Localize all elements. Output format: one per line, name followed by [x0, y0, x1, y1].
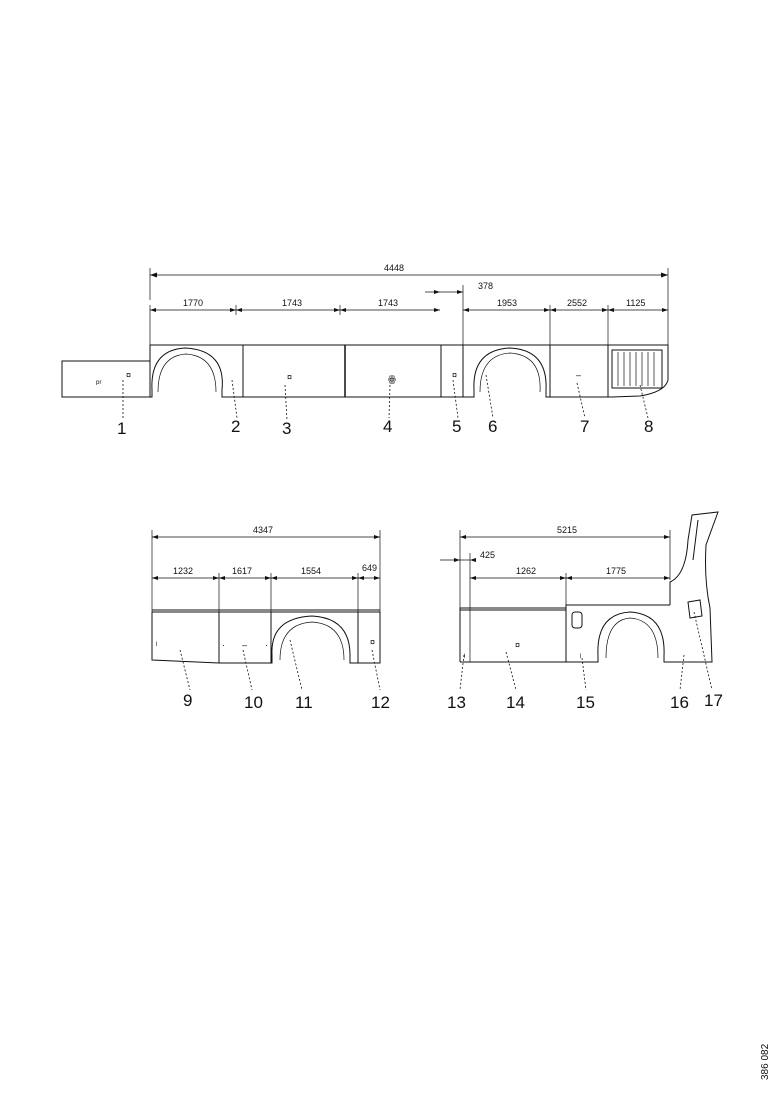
top-seg1-value: 1770 [183, 298, 203, 308]
svg-text:¤: ¤ [515, 640, 520, 650]
svg-text:ˡ: ˡ [580, 652, 581, 662]
top-callouts: 1 2 3 4 5 6 7 8 [117, 417, 653, 438]
br-part-markings: ˡ ¤ ˡ [464, 640, 581, 662]
callout-16: 16 [670, 693, 689, 712]
bl-seg4-value: 649 [362, 563, 377, 573]
svg-text:ꙮ: ꙮ [388, 374, 396, 384]
br-small-value: 425 [480, 550, 495, 560]
top-segment-dimensions: 1770 1743 1743 378 1953 2552 1125 [149, 281, 668, 345]
top-overall-dimension: 4448 [149, 263, 669, 345]
bl-seg1-value: 1232 [173, 566, 193, 576]
br-overall-value: 5215 [557, 525, 577, 535]
callout-11: 11 [295, 693, 313, 712]
callout-14: 14 [506, 693, 525, 712]
bl-segment-dimensions: 1232 1617 1554 649 [152, 563, 380, 612]
svg-text:ᵖʳ: ᵖʳ [96, 378, 102, 388]
bl-panel-outline [151, 609, 381, 664]
callout-4: 4 [383, 417, 392, 436]
top-small-value: 378 [478, 281, 493, 291]
callout-8: 8 [644, 417, 653, 436]
callout-5: 5 [452, 417, 461, 436]
svg-text:ˡ: ˡ [464, 652, 465, 662]
callout-15: 15 [576, 693, 595, 712]
top-seg5-value: 1953 [497, 298, 517, 308]
br-small-dimension: 425 [440, 550, 495, 662]
callout-2: 2 [231, 417, 240, 436]
bl-seg2-value: 1617 [232, 566, 252, 576]
svg-text:·: · [265, 640, 268, 650]
br-seg2-value: 1775 [606, 566, 626, 576]
reference-code: 386 082 [758, 1020, 772, 1080]
grille-icon [611, 349, 663, 389]
callout-7: 7 [580, 417, 589, 436]
callout-1: 1 [117, 419, 126, 438]
fuel-cap-icon [687, 599, 703, 619]
br-seg1-value: 1262 [516, 566, 536, 576]
callout-10: 10 [244, 693, 263, 712]
top-leader-lines [122, 374, 649, 421]
br-callouts: 13 14 15 16 17 [447, 691, 723, 712]
svg-text:¤: ¤ [370, 637, 375, 647]
br-panel-outline [459, 511, 719, 663]
br-leader-lines [459, 611, 713, 691]
svg-text:¤: ¤ [452, 370, 457, 380]
bottom-left-view: 4347 1232 1617 1554 649 ˡ · – · [151, 525, 390, 712]
br-overall-dimension: 5215 [459, 525, 671, 662]
top-overall-value: 4448 [384, 263, 404, 273]
top-seg6-value: 2552 [567, 298, 587, 308]
top-part-markings: ᵖʳ ¤ ¤ ꙮ ¤ – [96, 370, 581, 388]
svg-text:·: · [222, 640, 225, 650]
br-segment-dimensions: 1262 1775 [470, 566, 670, 608]
svg-text:¤: ¤ [126, 370, 131, 380]
callout-6: 6 [488, 417, 497, 436]
bl-seg3-value: 1554 [301, 566, 321, 576]
top-seg7-value: 1125 [626, 298, 645, 308]
bl-callouts: 9 10 11 12 [183, 691, 390, 712]
bl-overall-value: 4347 [253, 525, 273, 535]
bottom-right-view: 5215 425 1262 1775 [440, 511, 723, 712]
svg-text:–: – [242, 640, 247, 650]
top-seg3-value: 1743 [378, 298, 398, 308]
callout-3: 3 [282, 419, 291, 438]
callout-17: 17 [704, 691, 723, 710]
svg-text:¤: ¤ [287, 372, 292, 382]
svg-text:ˡ: ˡ [156, 640, 157, 650]
svg-text:–: – [576, 370, 581, 380]
callout-12: 12 [371, 693, 390, 712]
top-seg2-value: 1743 [282, 298, 302, 308]
top-side-view: 4448 1770 1743 1743 378 1953 2552 1125 [61, 263, 669, 438]
reference-code-text: 386 082 [760, 1043, 771, 1080]
bl-leader-lines [179, 639, 381, 691]
bl-overall-dimension: 4347 [151, 525, 381, 612]
top-panel-outline [61, 344, 669, 398]
bl-part-markings: ˡ · – · ¤ [156, 637, 375, 650]
callout-13: 13 [447, 693, 466, 712]
callout-9: 9 [183, 691, 192, 710]
